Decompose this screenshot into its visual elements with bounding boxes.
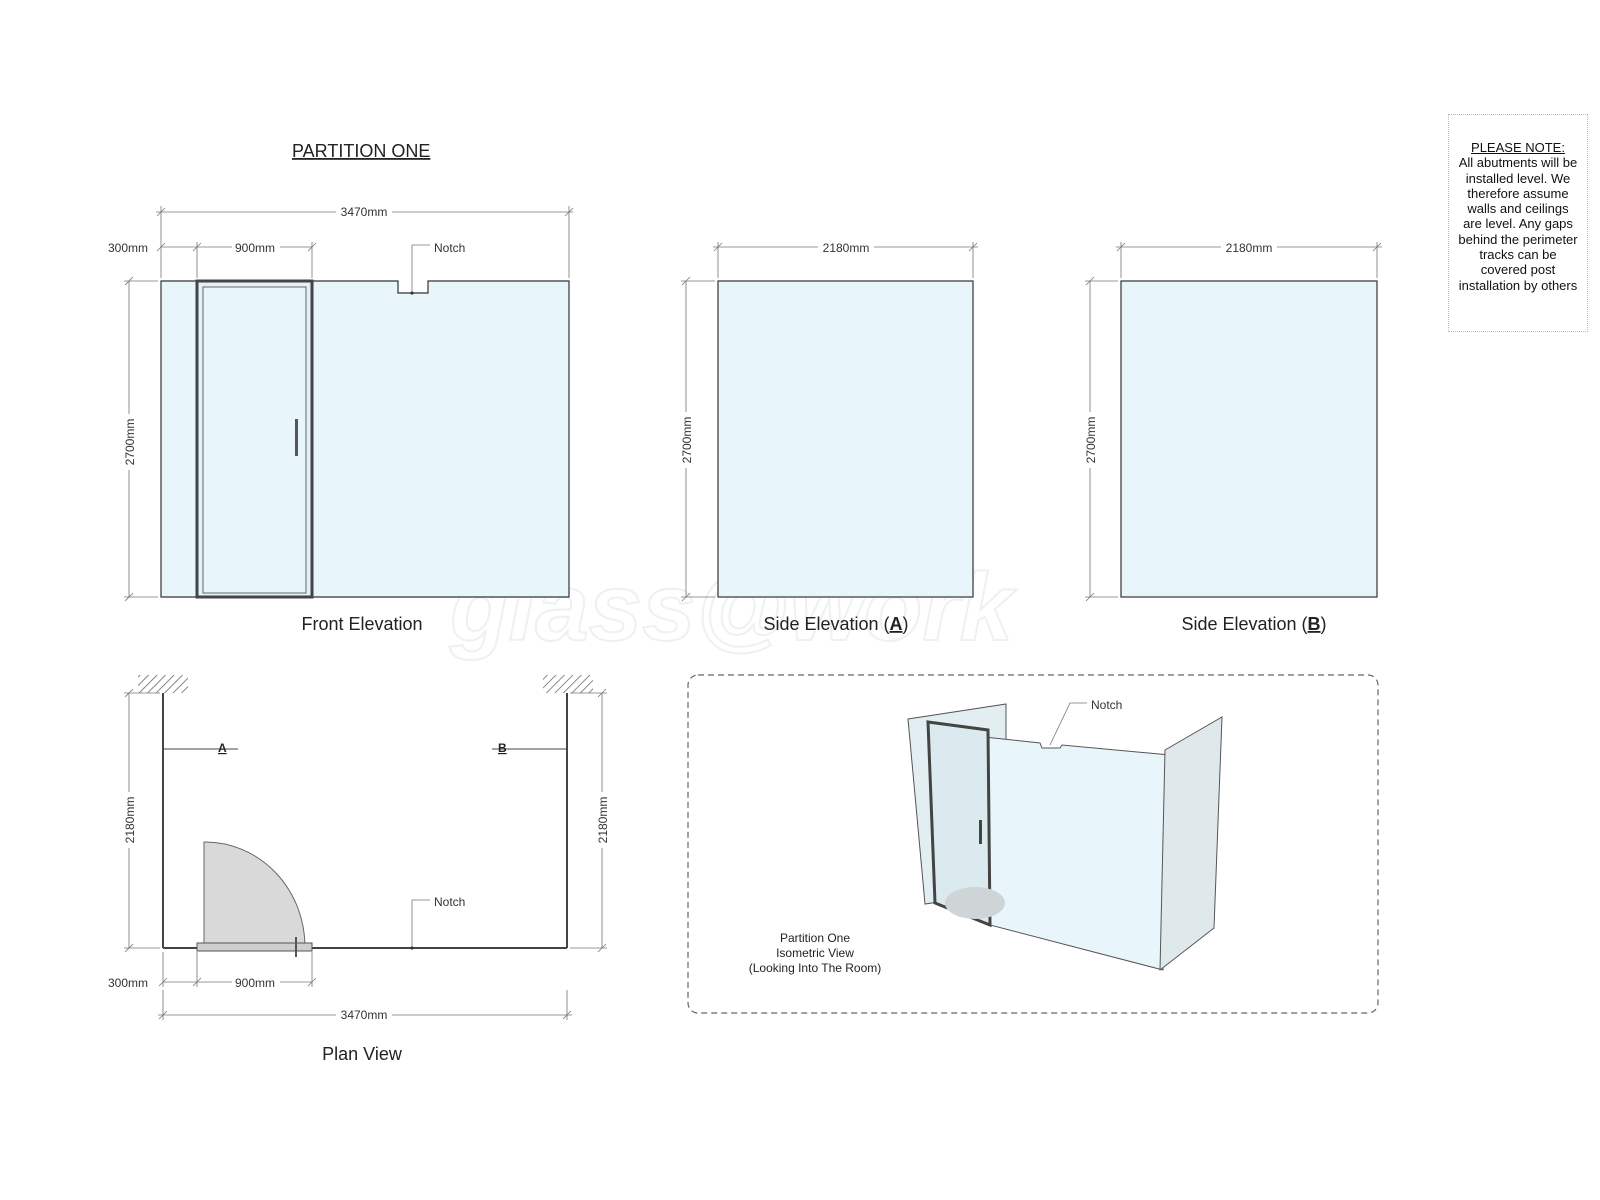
iso-notch-label: Notch: [1091, 698, 1122, 712]
door-swing: [203, 841, 306, 948]
front-side-panel: 300mm: [108, 241, 148, 255]
page-title: PARTITION ONE: [292, 141, 430, 161]
notch-point: [410, 291, 414, 295]
iso-caption-line2: Isometric View: [776, 946, 854, 960]
note-title: PLEASE NOTE:: [1471, 140, 1565, 155]
side-elevation-a-label: Side Elevation (A): [763, 614, 908, 634]
plan-view-label: Plan View: [322, 1044, 403, 1064]
side-elevation-a: 2180mm 2700mm Side Elevation (A): [679, 241, 978, 634]
side-b-height: 2700mm: [1084, 417, 1098, 464]
please-note-box: PLEASE NOTE: All abutments will be insta…: [1448, 114, 1588, 332]
front-elevation-label: Front Elevation: [301, 614, 422, 634]
plan-right-depth: 2180mm: [596, 797, 610, 844]
front-elevation: 3470mm 900mm 300mm 2700mm Notch Front El…: [108, 204, 574, 634]
plan-notch-label: Notch: [434, 895, 465, 909]
front-notch-label: Notch: [434, 241, 465, 255]
plan-door-width: 900mm: [235, 976, 275, 990]
iso-caption-line1: Partition One: [780, 931, 850, 945]
iso-caption-line3: (Looking Into The Room): [749, 961, 882, 975]
side-elevation-b: 2180mm 2700mm Side Elevation (B): [1083, 241, 1382, 634]
side-a-height: 2700mm: [680, 417, 694, 464]
side-a-width: 2180mm: [823, 241, 870, 255]
door-handle: [295, 419, 298, 456]
front-height: 2700mm: [123, 419, 137, 466]
plan-marker-b: B: [498, 741, 507, 755]
isometric-frame: [687, 674, 1379, 1014]
plan-side-panel: 300mm: [108, 976, 148, 990]
front-door-width: 900mm: [235, 241, 275, 255]
wall-hatch-left: [138, 675, 188, 693]
plan-door: [196, 942, 313, 952]
plan-marker-a: A: [218, 741, 227, 755]
side-b-width: 2180mm: [1226, 241, 1273, 255]
note-body: All abutments will be installed level. W…: [1458, 155, 1578, 293]
plan-left-depth: 2180mm: [123, 797, 137, 844]
side-a-glass-panel: [717, 280, 974, 598]
side-elevation-b-label: Side Elevation (B): [1181, 614, 1326, 634]
plan-view: A B 2180mm 2180mm 900mm 300mm: [108, 675, 610, 1064]
isometric-view: Notch Partition One Isometric View (Look…: [687, 674, 1379, 1014]
wall-hatch-right: [543, 675, 593, 693]
side-b-glass-panel: [1120, 280, 1378, 598]
front-overall-width: 3470mm: [341, 205, 388, 219]
plan-overall-width: 3470mm: [341, 1008, 388, 1022]
